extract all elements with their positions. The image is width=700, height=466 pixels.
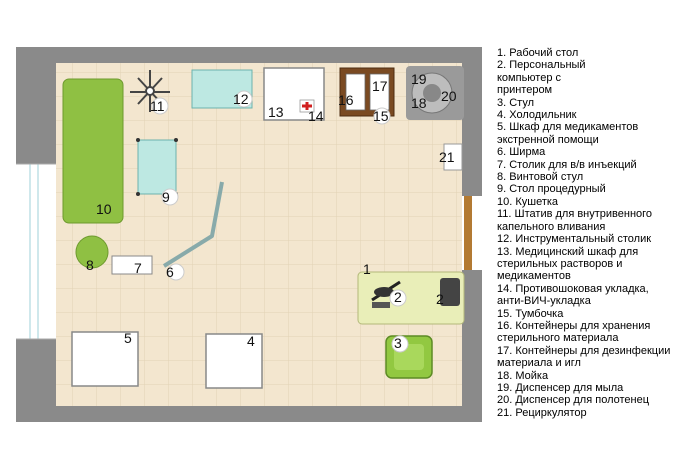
- legend-item: 7. Столик для в/в инъекций: [497, 158, 637, 171]
- marker-8: 8: [86, 257, 94, 273]
- screen: [162, 181, 224, 268]
- legend-item: 5. Шкаф для медикаментов экстренной помо…: [497, 121, 639, 146]
- fridge: [205, 333, 263, 389]
- marker-7: 7: [134, 260, 142, 276]
- marker-21: 21: [439, 149, 455, 165]
- marker-17: 17: [372, 78, 388, 94]
- emergency-cabinet: [71, 331, 139, 387]
- marker-3: 3: [394, 335, 402, 351]
- legend-item: 4. Холодильник: [497, 109, 577, 122]
- sink: [406, 66, 464, 120]
- marker-2-printer: 2: [436, 291, 444, 307]
- marker-13: 13: [268, 104, 284, 120]
- marker-16: 16: [338, 92, 354, 108]
- legend-item: 16. Контейнеры для хранения стерильного …: [497, 319, 651, 345]
- door: [462, 196, 484, 270]
- marker-5: 5: [124, 330, 132, 346]
- marker-9: 9: [162, 189, 170, 205]
- legend-item: 17. Контейнеры для дезинфекции материала…: [497, 344, 671, 370]
- marker-4: 4: [247, 333, 255, 349]
- marker-6: 6: [166, 264, 174, 280]
- legend-item: 15. Тумбочка: [497, 307, 564, 320]
- marker-11: 11: [150, 98, 165, 114]
- legend-item: 19. Диспенсер для мыла: [497, 381, 624, 394]
- work-desk: [357, 271, 465, 325]
- legend-item: 2. Персональный компьютер с принтером: [497, 59, 586, 97]
- legend-item: 1. Рабочий стол: [497, 47, 579, 59]
- couch: [62, 78, 124, 224]
- swivel-stool: [75, 235, 109, 269]
- marker-19: 19: [411, 71, 427, 87]
- marker-20: 20: [441, 88, 457, 104]
- legend-item: 14. Противошоковая укладка, анти-ВИЧ-укл…: [497, 282, 649, 308]
- marker-1: 1: [363, 261, 371, 277]
- recirculator: [443, 143, 463, 171]
- legend-item: 20. Диспенсер для полотенец: [497, 394, 650, 407]
- legend-item: 9. Стол процедурный: [497, 183, 606, 196]
- first-aid-kit-icon: [299, 99, 315, 113]
- marker-12: 12: [233, 91, 249, 107]
- sterile-container: [345, 73, 366, 111]
- marker-14: 14: [308, 108, 324, 124]
- legend-item: 3. Стул: [497, 96, 535, 109]
- injection-table: [111, 255, 153, 275]
- legend-item: 6. Ширма: [497, 146, 546, 159]
- marker-10: 10: [96, 201, 112, 217]
- legend-item: 21. Рециркулятор: [497, 406, 587, 419]
- legend-item: 12. Инструментальный столик: [497, 233, 652, 246]
- legend-item: 10. Кушетка: [497, 195, 559, 208]
- legend-item: 11. Штатив для внутривенного капельного …: [497, 208, 653, 233]
- medical-cabinet: [263, 67, 325, 121]
- legend-list: 1. Рабочий стол 2. Персональный компьюте…: [497, 47, 697, 419]
- marker-badges: [151, 90, 409, 353]
- procedure-table: [136, 138, 178, 196]
- marker-15: 15: [373, 108, 389, 124]
- legend-item: 18. Мойка: [497, 369, 549, 382]
- legend-item: 8. Винтовой стул: [497, 171, 584, 184]
- floor-plan: 1 2 2 3 4 5 6 7 8 9 10 11 12 13 14 15 16…: [16, 47, 484, 422]
- marker-18: 18: [411, 95, 427, 111]
- window: [16, 163, 56, 340]
- marker-2-pc: 2: [394, 289, 402, 305]
- legend-item: 13. Медицинский шкаф для стерильных раст…: [497, 245, 639, 283]
